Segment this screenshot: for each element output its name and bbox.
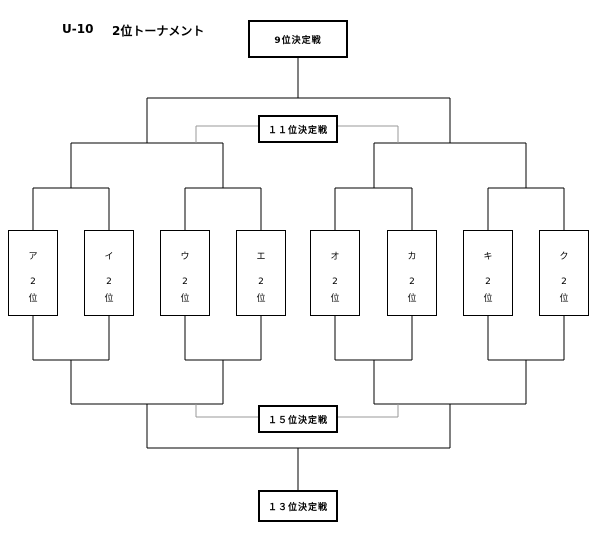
team-rank-label: 位	[559, 294, 569, 304]
team-name: ア	[28, 252, 38, 262]
team-name: ウ	[180, 252, 190, 262]
team-name: オ	[330, 252, 340, 262]
team-rank-number: 2	[332, 277, 338, 287]
team-rank-label: 位	[104, 294, 114, 304]
team-rank-label: 位	[28, 294, 38, 304]
team-name: ク	[559, 252, 569, 262]
team-name: キ	[483, 252, 493, 262]
team-slot: キ 2 位	[463, 230, 513, 316]
team-rank-number: 2	[106, 277, 112, 287]
winner-bracket-lines	[32, 58, 565, 230]
team-name: エ	[256, 252, 266, 262]
team-slot: イ 2 位	[84, 230, 134, 316]
match-15th-place: １５位決定戦	[258, 405, 338, 433]
team-slot: オ 2 位	[310, 230, 360, 316]
team-rank-number: 2	[561, 277, 567, 287]
team-name: カ	[407, 252, 417, 262]
team-name: イ	[104, 252, 114, 262]
consolation-lines	[195, 125, 399, 418]
team-rank-label: 位	[180, 294, 190, 304]
team-slot: ア 2 位	[8, 230, 58, 316]
team-slot: ウ 2 位	[160, 230, 210, 316]
team-slot: エ 2 位	[236, 230, 286, 316]
team-rank-number: 2	[485, 277, 491, 287]
team-rank-label: 位	[483, 294, 493, 304]
team-rank-label: 位	[407, 294, 417, 304]
match-9th-place: 9位決定戦	[248, 20, 348, 58]
team-rank-number: 2	[409, 277, 415, 287]
match-11th-place: １１位決定戦	[258, 115, 338, 143]
loser-bracket-lines	[32, 316, 565, 490]
team-slot: カ 2 位	[387, 230, 437, 316]
team-rank-number: 2	[30, 277, 36, 287]
match-13th-place: １３位決定戦	[258, 490, 338, 522]
team-rank-label: 位	[330, 294, 340, 304]
team-rank-label: 位	[256, 294, 266, 304]
league-title: U-10	[62, 22, 94, 36]
team-slot: ク 2 位	[539, 230, 589, 316]
tournament-title: 2位トーナメント	[112, 24, 205, 38]
team-rank-number: 2	[182, 277, 188, 287]
team-rank-number: 2	[258, 277, 264, 287]
